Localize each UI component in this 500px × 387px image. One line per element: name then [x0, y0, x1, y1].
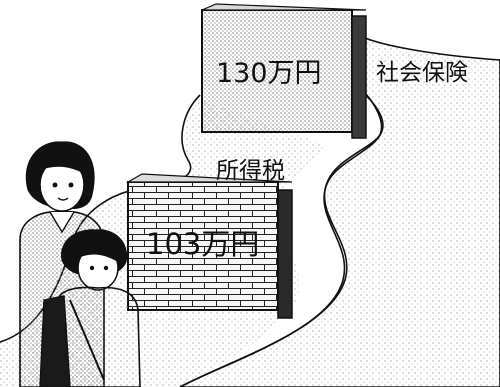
child-figure: [39, 229, 141, 387]
far-wall-amount-label: 130万円: [216, 58, 322, 89]
near-wall-amount-label: 103万円: [146, 227, 260, 261]
far-wall: [201, 3, 367, 139]
road-edge-right: [179, 87, 383, 387]
income-tax-label: 所得税: [216, 158, 285, 184]
social-insurance-label: 社会保険: [376, 60, 468, 86]
near-wall: [125, 173, 293, 319]
